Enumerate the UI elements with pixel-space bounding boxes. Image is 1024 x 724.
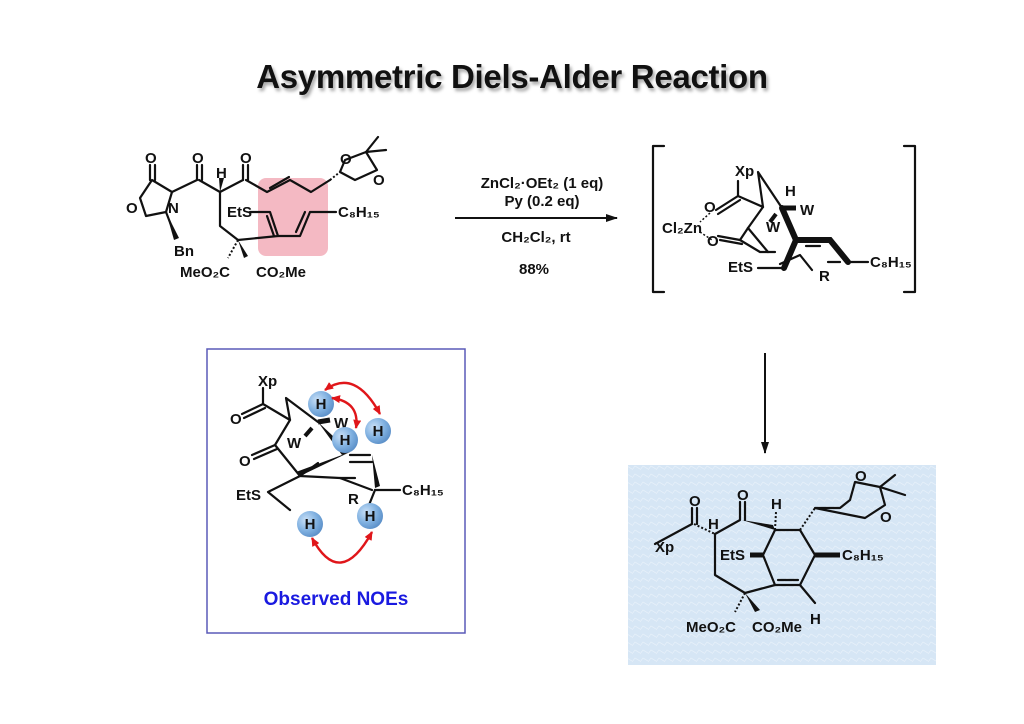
prod-dioxolane-o1-label: O	[855, 468, 867, 485]
ts-o1-label: O	[704, 199, 716, 216]
sm-h-label: H	[216, 165, 227, 182]
prod-co2me-label: CO₂Me	[752, 619, 802, 636]
h-atom-label: H	[373, 423, 384, 440]
starting-material: O O N Bn O H O EtS C₈H₁₅ MeO₂C CO₂Me O O	[126, 135, 388, 281]
noe-caption: Observed NOEs	[264, 589, 409, 610]
ts-xp-label: Xp	[735, 163, 754, 180]
sm-ring-o-label: O	[126, 200, 138, 217]
scheme-title: Asymmetric Diels-Alder Reaction	[256, 58, 768, 95]
left-bracket	[651, 144, 666, 294]
prod-dioxolane-o2-label: O	[880, 509, 892, 526]
ts-o2-label: O	[707, 233, 719, 250]
prod-xp-label: Xp	[655, 539, 674, 556]
prod-h3-label: H	[810, 611, 821, 628]
solvent-label: CH₂Cl₂, rt	[501, 229, 570, 246]
sm-dioxolane-o2-label: O	[373, 172, 385, 189]
sm-meo2c-label: MeO₂C	[180, 264, 230, 281]
h-atom-label: H	[305, 516, 316, 533]
sm-oxo3-label: O	[240, 150, 252, 167]
h-atom-label: H	[316, 396, 327, 413]
right-bracket	[902, 144, 917, 294]
sm-co2me-label: CO₂Me	[256, 264, 306, 281]
reagent-line-1: ZnCl₂·OEt₂ (1 eq)	[481, 175, 604, 192]
noe-ets-label: EtS	[236, 487, 261, 504]
product: Xp O O H H H EtS C₈H₁₅ MeO₂C CO₂Me O O	[628, 465, 936, 665]
prod-meo2c-label: MeO₂C	[686, 619, 736, 636]
ts-ets-label: EtS	[728, 259, 753, 276]
noe-arrow-1	[324, 381, 382, 415]
prod-h2-label: H	[771, 496, 782, 513]
transition-state: Xp H W W O O Cl₂Zn EtS R C₈H₁₅	[651, 144, 917, 294]
prod-ets-label: EtS	[720, 547, 745, 564]
sm-bn-label: Bn	[174, 243, 194, 260]
noe-arrow-2	[331, 395, 362, 429]
noe-c8h15-label: C₈H₁₅	[402, 482, 444, 499]
ts-w1-label: W	[800, 202, 815, 219]
sm-ets-label: EtS	[227, 204, 252, 221]
h-atom-2: H	[332, 427, 358, 453]
sm-oxo2-label: O	[192, 150, 204, 167]
h-atom-label: H	[365, 508, 376, 525]
ts-w2-label: W	[766, 219, 781, 236]
noe-panel: Xp O O W W EtS R C₈H₁₅ H H H H H Ob	[206, 348, 466, 634]
noe-w2-label: W	[287, 435, 302, 452]
ts-cl2zn-label: Cl₂Zn	[662, 220, 702, 237]
noe-o1-label: O	[230, 411, 242, 428]
product-background	[628, 465, 936, 665]
noe-o2-label: O	[239, 453, 251, 470]
ts-r-label: R	[819, 268, 830, 285]
h-atom-4: H	[297, 511, 323, 537]
prod-c8h15-label: C₈H₁₅	[842, 547, 884, 564]
sm-c8h15-label: C₈H₁₅	[338, 204, 380, 221]
sm-ring-n-label: N	[168, 200, 179, 217]
h-atom-1: H	[308, 391, 334, 417]
h-atom-label: H	[340, 432, 351, 449]
prod-o2-label: O	[737, 487, 749, 504]
yield-label: 88%	[519, 261, 549, 278]
h-atom-3: H	[365, 418, 391, 444]
ts-h-label: H	[785, 183, 796, 200]
sm-dioxolane-o1-label: O	[340, 151, 352, 168]
noe-r-label: R	[348, 491, 359, 508]
prod-o1-label: O	[689, 493, 701, 510]
reagent-line-2: Py (0.2 eq)	[504, 193, 579, 210]
sm-oxo1-label: O	[145, 150, 157, 167]
reaction-conditions: ZnCl₂·OEt₂ (1 eq) Py (0.2 eq) CH₂Cl₂, rt…	[455, 175, 618, 278]
prod-h1-label: H	[708, 516, 719, 533]
ts-c8h15-label: C₈H₁₅	[870, 254, 912, 271]
noe-xp-label: Xp	[258, 373, 277, 390]
h-atom-5: H	[357, 503, 383, 529]
noe-arrow-3	[310, 531, 374, 564]
